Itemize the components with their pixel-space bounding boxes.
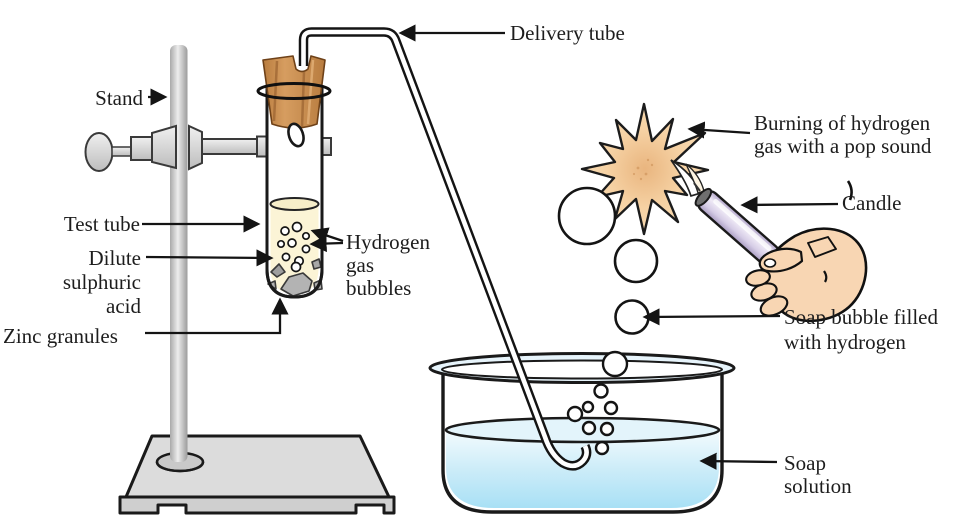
label-dilute-acid: Dilute sulphuric acid <box>31 246 141 318</box>
motion-mark <box>846 180 853 201</box>
hand <box>745 180 868 323</box>
label-soap-bubble-line1: Soap bubble filled <box>784 305 938 329</box>
label-burning-line1: Burning of hydrogen <box>754 111 931 135</box>
soap-solution-water <box>446 430 719 508</box>
leader-lines <box>142 24 839 470</box>
rising-soap-bubbles <box>557 186 659 335</box>
label-soap-solution-line2: solution <box>784 474 852 498</box>
burst-stipple <box>632 158 654 181</box>
cork <box>262 55 326 129</box>
leader-burning <box>687 121 751 139</box>
candle-tip <box>694 187 713 207</box>
leader-candle <box>740 196 839 214</box>
label-soap-bubble: Soap bubble filled with hydrogen <box>784 305 938 355</box>
label-zinc: Zinc granules <box>3 324 118 348</box>
label-test-tube: Test tube <box>63 212 140 236</box>
base-hole-front <box>155 461 205 473</box>
hydrogen-pop-burst <box>580 102 710 236</box>
label-soap-bubble-line2: with hydrogen <box>784 330 906 354</box>
leader-soap-solution <box>699 452 778 470</box>
bubble-at-rim <box>601 350 629 378</box>
trough-glass <box>441 369 724 514</box>
label-dilute-line3: acid <box>106 294 141 318</box>
leader-zinc <box>145 297 289 335</box>
label-burning-line2: gas with a pop sound <box>754 134 932 158</box>
stand-base <box>118 434 396 515</box>
cork-ring <box>256 82 332 100</box>
tube-end-inside <box>287 122 305 148</box>
soap-trough <box>428 352 736 514</box>
zinc-granules <box>267 258 323 297</box>
label-hydrogen-bubbles: Hydrogen gas bubbles <box>346 231 430 300</box>
soap-bubble-hydrogen <box>614 299 650 335</box>
label-delivery-tube: Delivery tube <box>510 21 625 45</box>
label-burning: Burning of hydrogen gas with a pop sound <box>754 112 931 158</box>
label-dilute-line2: sulphuric <box>62 270 141 294</box>
label-candle: Candle <box>842 191 902 215</box>
test-tube-wall-left <box>265 85 324 299</box>
clamp-knob <box>84 132 114 172</box>
label-stand: Stand <box>95 86 143 110</box>
acid-surface <box>269 197 320 211</box>
finger-fold <box>807 236 837 258</box>
stand-rod <box>170 45 188 462</box>
leader-hydrogen-1 <box>310 227 344 244</box>
trough-rim-inner <box>441 359 723 380</box>
leader-soap-bubble <box>642 308 781 326</box>
leader-dilute-acid <box>145 249 274 267</box>
label-hydrogen-line1: Hydrogen <box>346 230 430 254</box>
hydrogen-gas-bubbles <box>276 221 311 273</box>
soap-bubbles <box>566 350 629 456</box>
delivery-tube <box>298 27 592 471</box>
label-hydrogen-line3: bubbles <box>346 276 412 300</box>
label-soap-solution: Soap solution <box>784 452 852 498</box>
leader-hydrogen-2 <box>309 234 344 253</box>
thumb-nail <box>763 258 777 268</box>
label-hydrogen-line2: gas <box>346 253 374 277</box>
label-soap-solution-line1: Soap <box>784 451 826 475</box>
test-tube <box>265 85 324 299</box>
label-dilute-line1: Dilute <box>88 246 142 270</box>
clamp <box>84 124 332 172</box>
candle-flame <box>670 159 705 198</box>
